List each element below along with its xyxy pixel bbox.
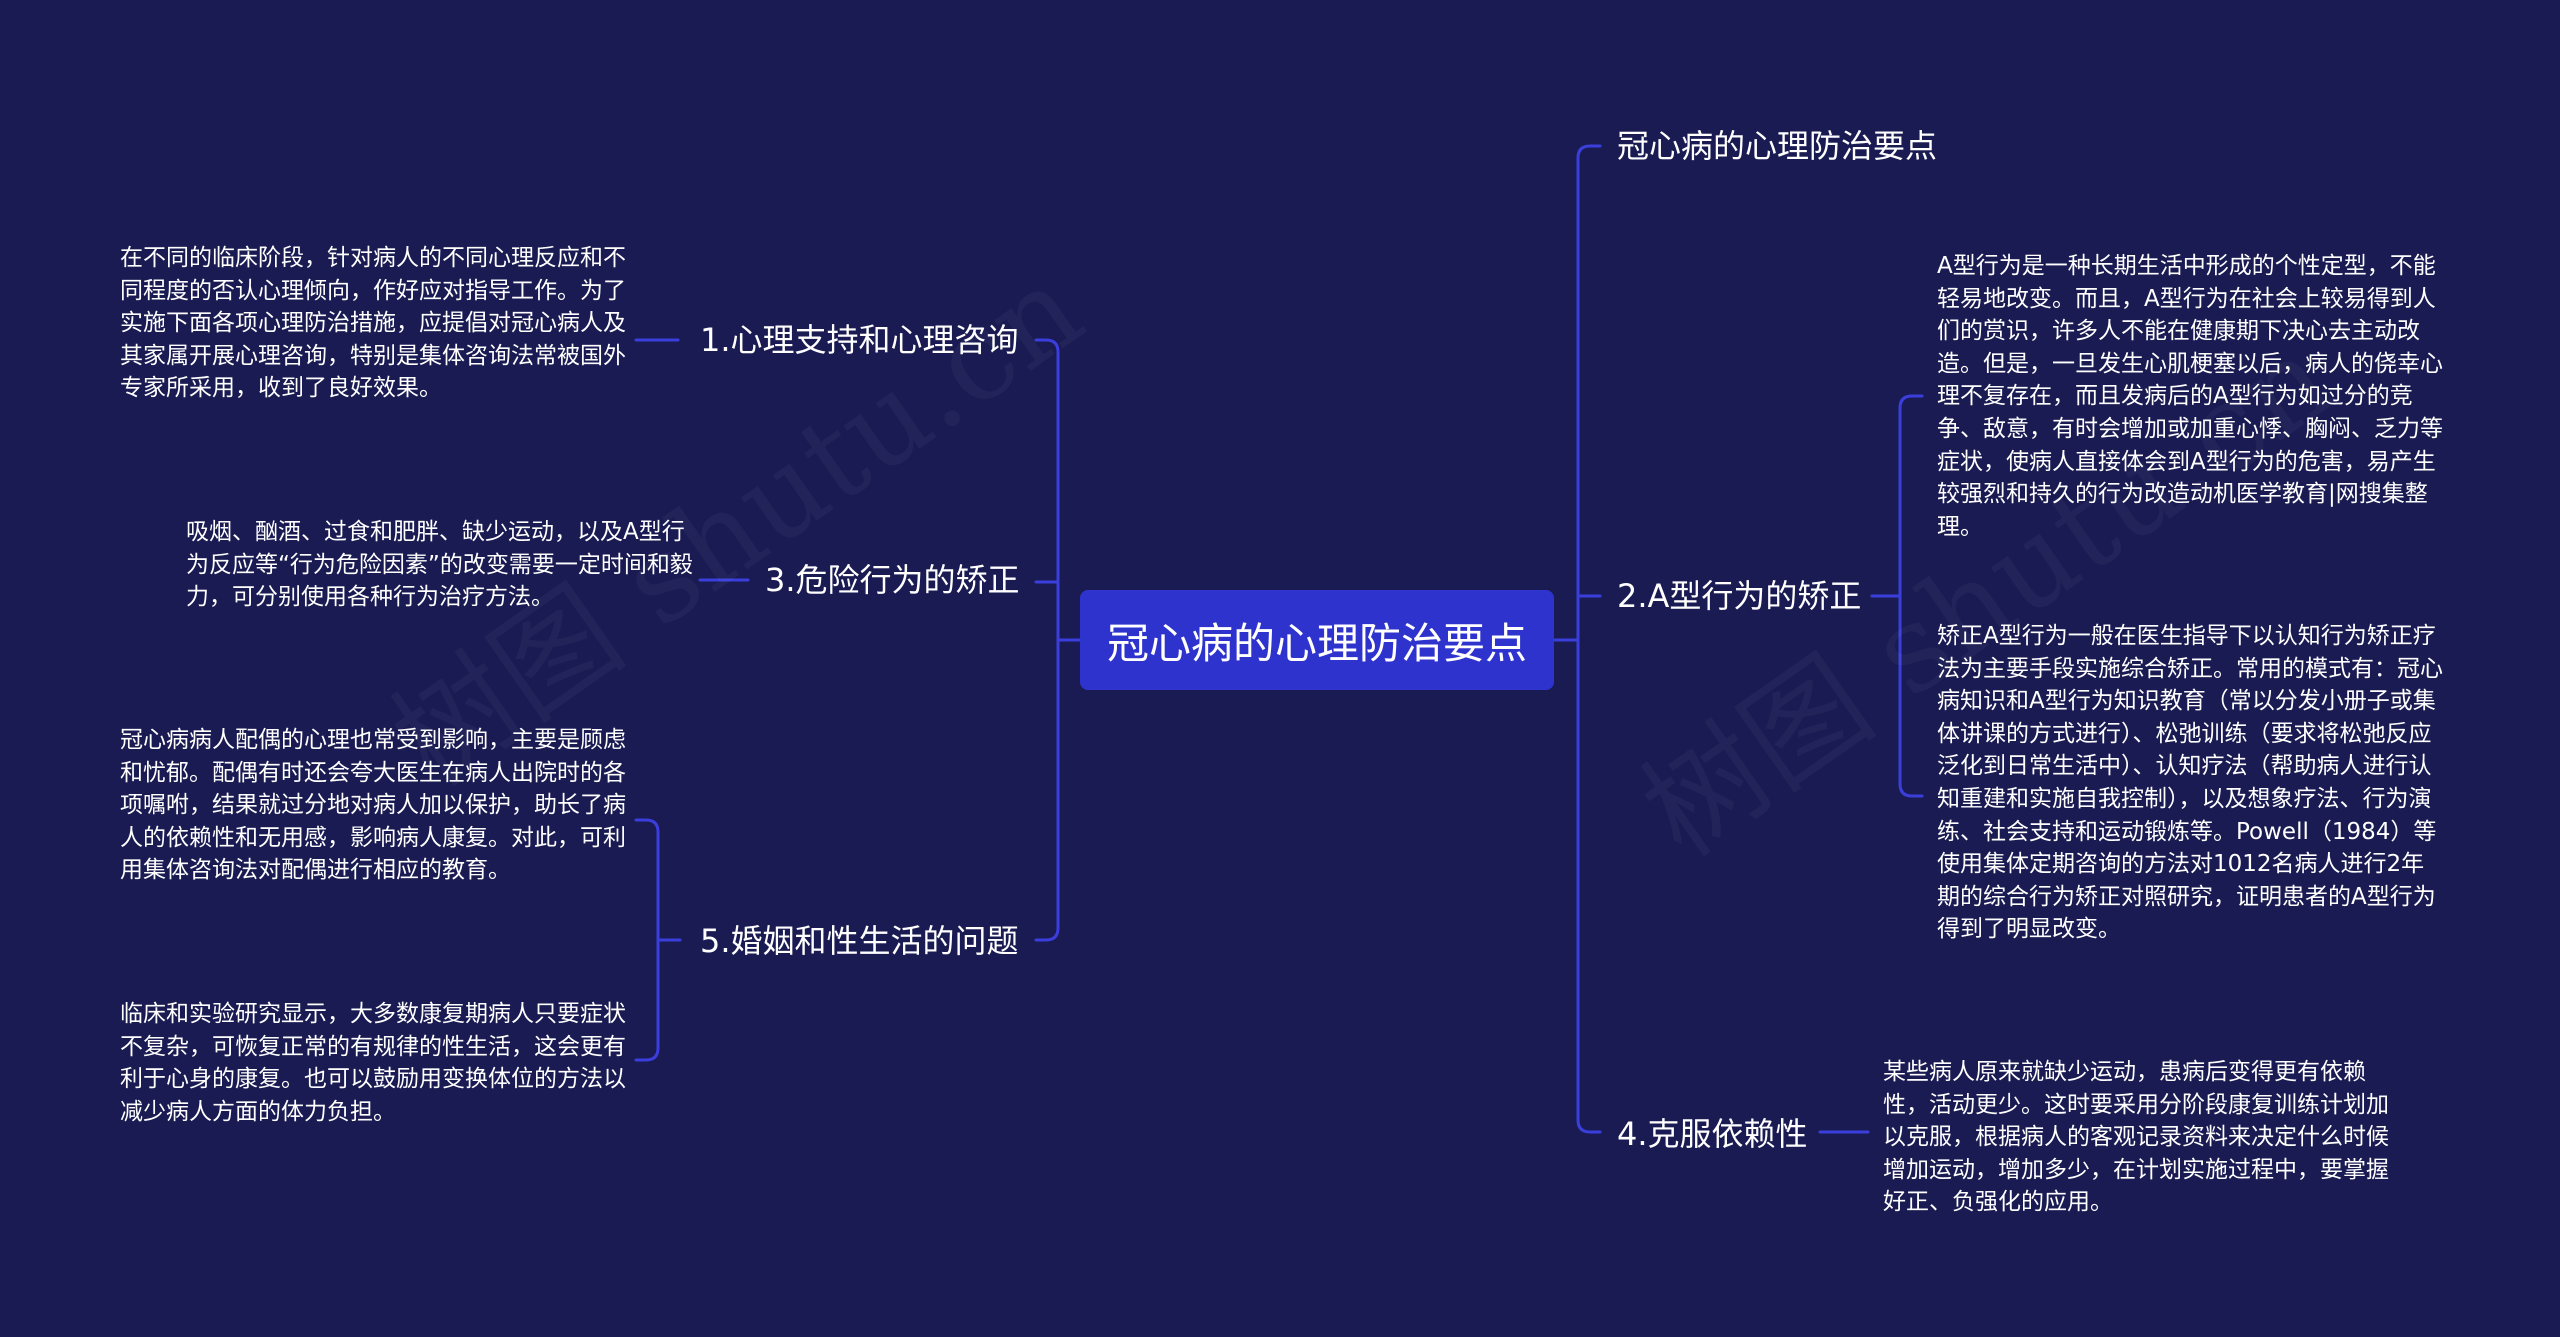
connector-right-trunk — [1576, 144, 1602, 1134]
leaf-dependence[interactable]: 某些病人原来就缺少运动，患病后变得更有依赖性，活动更少。这时要采用分阶段康复训练… — [1883, 1059, 2389, 1216]
branch-label: 5.婚姻和性生活的问题 — [700, 922, 1019, 960]
leaf-type-a-methods[interactable]: 矫正A型行为一般在医生指导下以认知行为矫正疗法为主要手段实施综合矫正。常用的模式… — [1937, 623, 2443, 943]
branch-type-a-correction[interactable]: 2.A型行为的矫正 — [1617, 576, 1861, 616]
connector-left-5-trunk — [634, 818, 682, 1062]
branch-marriage-sex-life[interactable]: 5.婚姻和性生活的问题 — [700, 921, 1019, 961]
connector-right-2-trunk — [1870, 394, 1924, 798]
leaf-type-a-definition[interactable]: A型行为是一种长期生活中形成的个性定型，不能轻易地改变。而且，A型行为在社会上较… — [1937, 253, 2443, 540]
leaf-spouse-psychology[interactable]: 冠心病病人配偶的心理也常受到影响，主要是顾虑和忧郁。配偶有时还会夸大医生在病人出… — [120, 727, 626, 884]
branch-overcome-dependence[interactable]: 4.克服依赖性 — [1617, 1114, 1808, 1154]
branch-risk-behavior-correction[interactable]: 3.危险行为的矫正 — [765, 560, 1020, 600]
branch-label: 1.心理支持和心理咨询 — [700, 321, 1019, 359]
branch-label: 4.克服依赖性 — [1617, 1115, 1808, 1153]
connector-left-trunk — [1034, 338, 1060, 942]
branch-label: 2.A型行为的矫正 — [1617, 577, 1862, 615]
leaf-sex-life[interactable]: 临床和实验研究显示，大多数康复期病人只要症状不复杂，可恢复正常的有规律的性生活，… — [120, 1001, 626, 1125]
branch-label: 3.危险行为的矫正 — [765, 561, 1020, 599]
branch-label: 冠心病的心理防治要点 — [1617, 127, 1938, 165]
root-label: 冠心病的心理防治要点 — [1106, 618, 1527, 668]
leaf-risk-behavior[interactable]: 吸烟、酗酒、过食和肥胖、缺少运动，以及A型行为反应等“行为危险因素”的改变需要一… — [186, 519, 693, 611]
branch-psychological-support[interactable]: 1.心理支持和心理咨询 — [700, 320, 1019, 360]
root-node[interactable]: 冠心病的心理防治要点 — [1080, 590, 1554, 690]
branch-title-repeat[interactable]: 冠心病的心理防治要点 — [1617, 126, 1937, 166]
leaf-psychological-support[interactable]: 在不同的临床阶段，针对病人的不同心理反应和不同程度的否认心理倾向，作好应对指导工… — [120, 245, 626, 402]
